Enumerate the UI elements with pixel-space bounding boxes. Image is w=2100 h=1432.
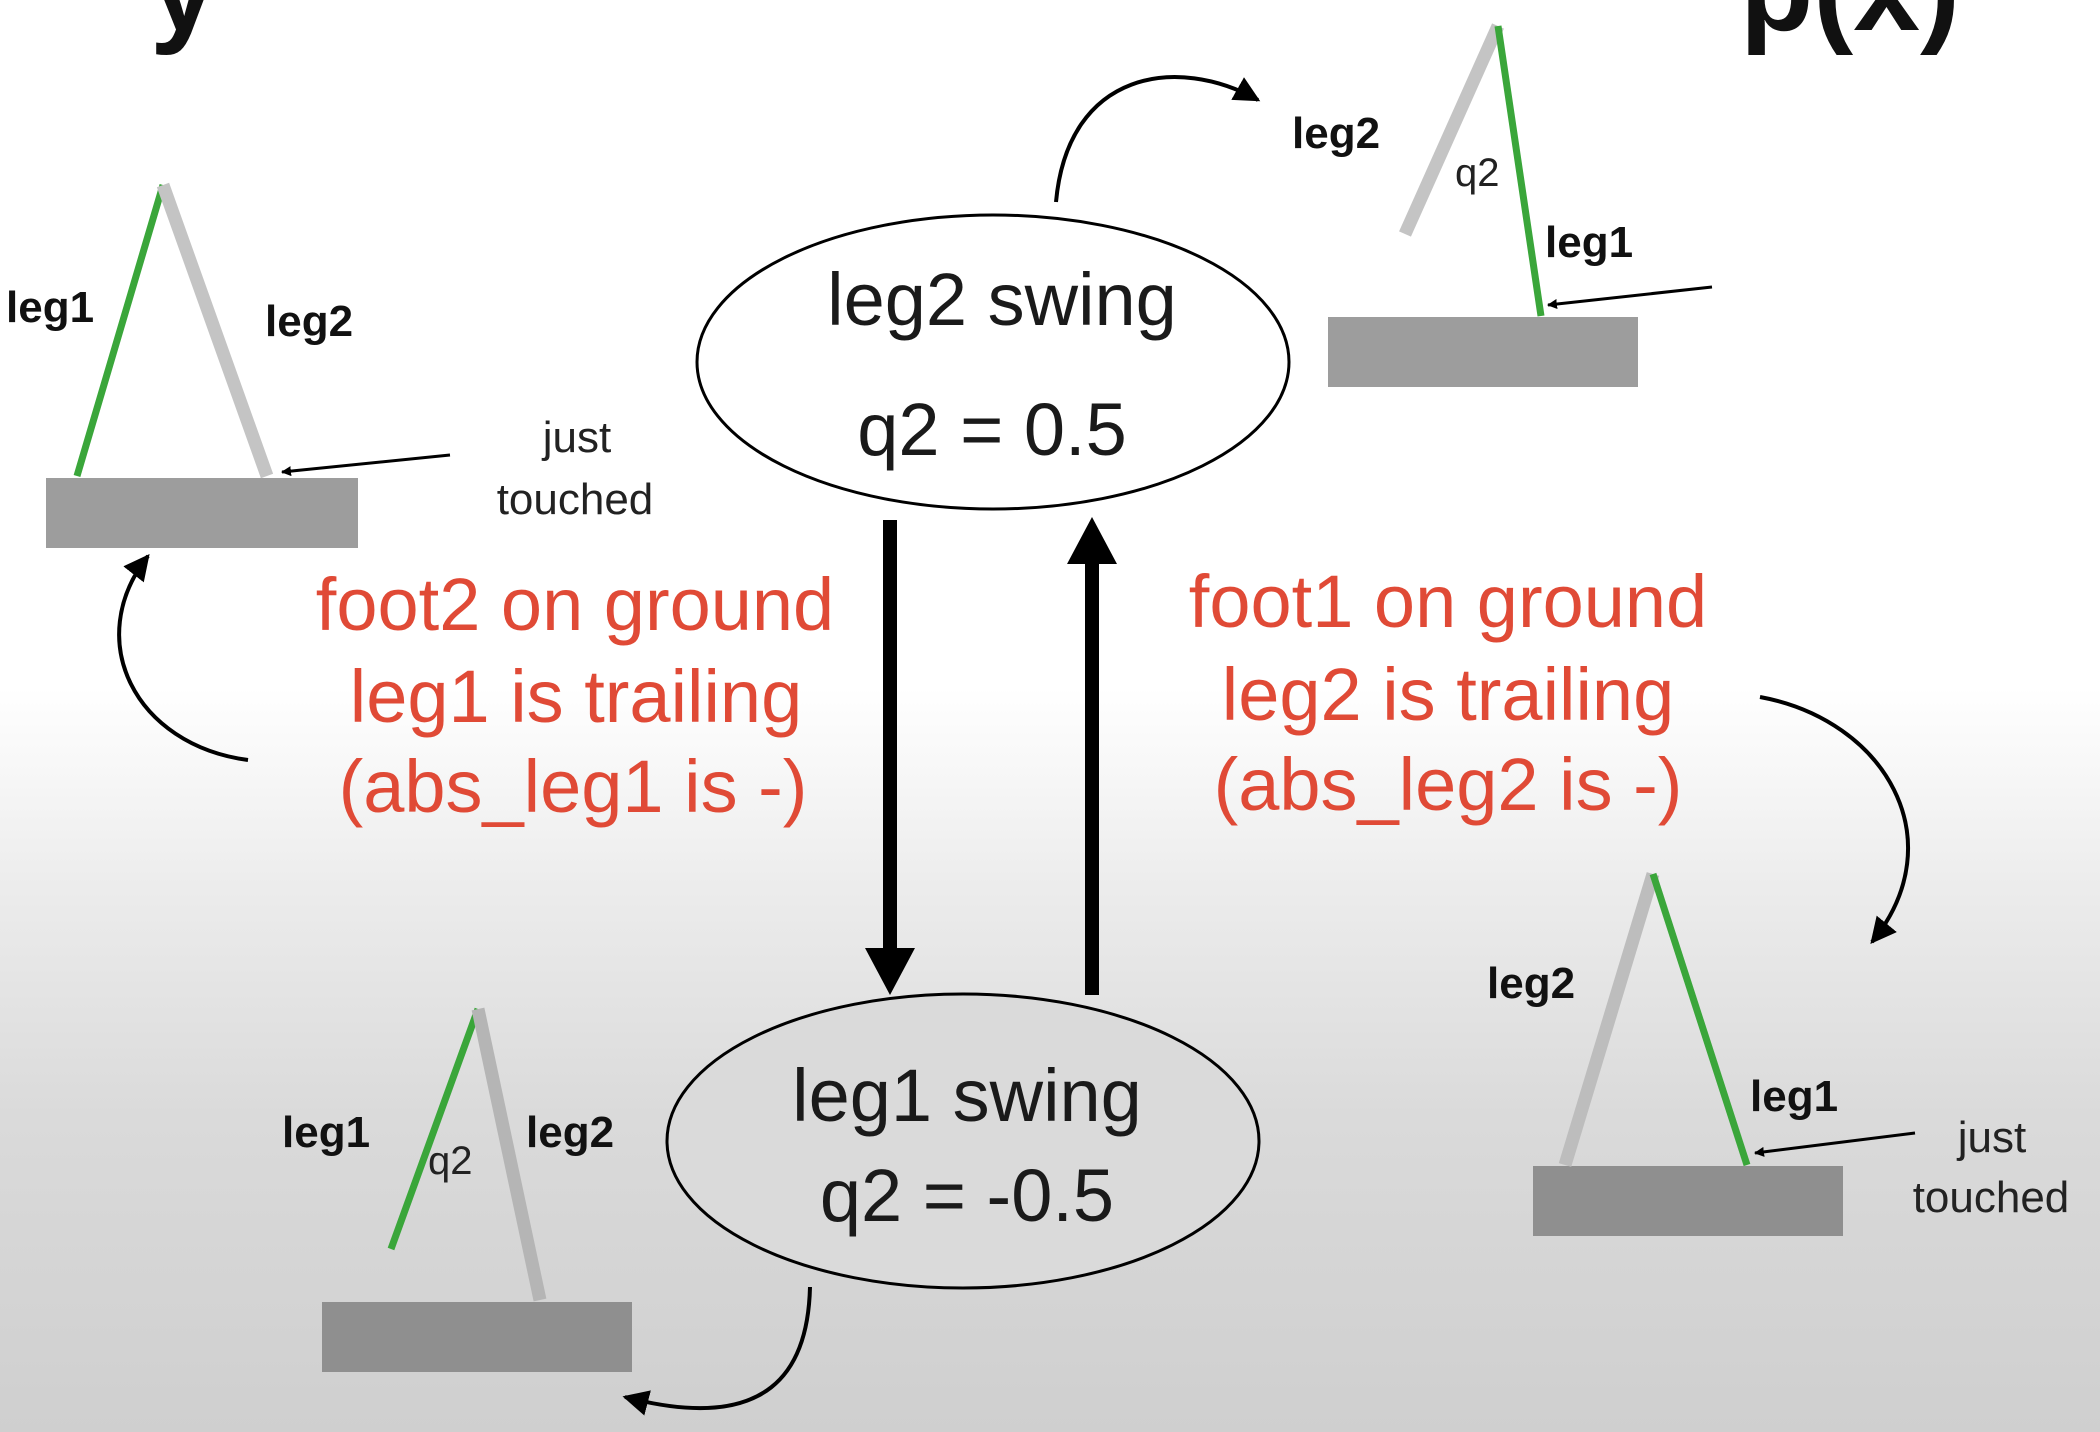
pointer-arrow (1547, 285, 1713, 309)
ground-block (1533, 1166, 1843, 1236)
state-name: leg2 swing (827, 258, 1177, 341)
leg1-stance-line (1494, 25, 1545, 317)
title-fragment-right: p(x) (1740, 0, 1960, 56)
leg1-stance-line (73, 184, 167, 477)
just-label: just (1956, 1113, 2026, 1162)
robot-figure-top-right: leg2 q2 leg1 (1292, 23, 1713, 387)
ground-block (46, 478, 358, 548)
ground-block (322, 1302, 632, 1372)
leg2-label: leg2 (526, 1108, 614, 1157)
leg2-swing-line (1558, 872, 1660, 1167)
leg1-label: leg1 (6, 283, 94, 332)
condition-line: foot1 on ground (1189, 560, 1707, 643)
ground-block (1328, 317, 1638, 387)
curved-arrow-to-top-right-figure (1054, 75, 1261, 203)
just-label: just (541, 413, 611, 462)
transition-arrow-down (865, 520, 915, 995)
leg1-label: leg1 (282, 1108, 370, 1157)
condition-line: leg2 is trailing (1222, 653, 1674, 736)
leg2-stance-line (471, 1007, 547, 1302)
state-value: q2 = 0.5 (857, 388, 1127, 471)
leg2-label: leg2 (265, 297, 353, 346)
transition-arrow-up (1067, 517, 1117, 995)
title-fragment-left: y (150, 0, 217, 56)
condition-right: foot1 on ground leg2 is trailing (abs_le… (1189, 560, 1707, 826)
condition-line: leg1 is trailing (350, 655, 802, 738)
state-leg2-swing: leg2 swing q2 = 0.5 (695, 213, 1291, 511)
touched-label: touched (1913, 1173, 2070, 1222)
leg2-swing-line (156, 182, 274, 479)
state-name: leg1 swing (792, 1054, 1142, 1137)
pointer-arrow (281, 453, 451, 477)
curved-arrow-to-top-left-figure (117, 553, 249, 762)
condition-line: foot2 on ground (316, 563, 834, 646)
leg1-stance-line (1649, 872, 1751, 1167)
robot-figure-bottom-right: leg2 leg1 just touched (1487, 872, 2070, 1236)
leg1-swing-line (387, 1007, 482, 1251)
q2-angle-label: q2 (428, 1139, 473, 1183)
leg2-label: leg2 (1292, 109, 1380, 158)
curved-arrow-to-bottom-left-figure (622, 1286, 812, 1416)
condition-line: (abs_leg2 is -) (1214, 743, 1683, 826)
robot-figure-bottom-left: leg1 q2 leg2 (282, 1007, 632, 1372)
condition-line: (abs_leg1 is -) (339, 745, 808, 828)
state-ellipse (695, 213, 1291, 511)
leg2-swing-line (1399, 23, 1504, 237)
state-leg1-swing: leg1 swing q2 = -0.5 (665, 992, 1261, 1290)
state-ellipse (665, 992, 1261, 1290)
robot-figure-top-left: leg1 leg2 just touched (6, 182, 654, 548)
leg1-label: leg1 (1750, 1072, 1838, 1121)
pointer-arrow (1754, 1131, 1916, 1157)
condition-left: foot2 on ground leg1 is trailing (abs_le… (316, 563, 834, 828)
q2-angle-label: q2 (1455, 151, 1500, 195)
leg1-label: leg1 (1545, 218, 1633, 267)
state-value: q2 = -0.5 (820, 1154, 1114, 1237)
leg2-label: leg2 (1487, 959, 1575, 1008)
touched-label: touched (497, 475, 654, 524)
curved-arrow-to-bottom-right-figure (1759, 695, 1911, 945)
